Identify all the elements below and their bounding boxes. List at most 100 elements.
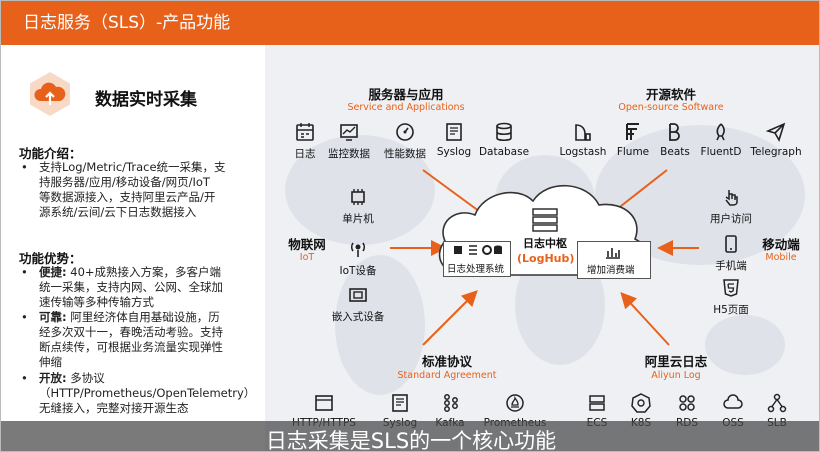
hub-subtitle: (LogHub)	[517, 252, 575, 265]
source-label: 监控数据	[328, 148, 370, 160]
source-label: 单片机	[342, 213, 374, 225]
add-consumer-box[interactable]	[577, 241, 651, 279]
intro-line: 等数据源接入，支持阿里云产品/开	[39, 190, 216, 204]
intro-line: 持服务器/应用/移动设备/网页/IoT	[39, 175, 210, 189]
source-label: IoT设备	[339, 265, 377, 277]
bullet-dot: •	[21, 310, 28, 324]
log-calendar-icon	[296, 123, 314, 141]
advantage-text: 40+成熟接入方案，多客户端	[66, 265, 222, 279]
group-subtitle-aliyun: Aliyun Log	[651, 370, 701, 381]
processing-icons	[454, 245, 502, 255]
database-icon	[496, 122, 512, 142]
source-mcu[interactable]: 单片机	[333, 187, 383, 226]
source-h5-page[interactable]: H5页面	[707, 278, 755, 317]
bar-chart-icon	[606, 248, 620, 259]
world-map-shape	[705, 315, 785, 375]
source-flume[interactable]: Flume	[613, 122, 653, 158]
source-iot-device[interactable]: IoT设备	[333, 239, 383, 278]
advantage-text: 阿里经济体自用基础设施，历	[66, 310, 220, 324]
bullet-dot: •	[21, 265, 28, 279]
logstash-icon	[575, 124, 591, 141]
source-embedded[interactable]: 嵌入式设备	[329, 285, 387, 324]
source-label: FluentD	[700, 146, 742, 158]
group-title-iot: 物联网	[288, 237, 326, 252]
source-logstash[interactable]: Logstash	[557, 122, 609, 158]
beats-icon	[669, 123, 680, 141]
advantage-line: 统一采集，支持内网、公网、全球加	[39, 280, 223, 294]
source-label: 性能数据	[384, 148, 426, 160]
kafka-icon	[444, 394, 458, 412]
source-monitoring[interactable]: 监控数据	[323, 122, 375, 161]
gauge-icon	[396, 123, 414, 141]
server-rack-icon	[532, 208, 558, 232]
source-label: 日志	[294, 148, 316, 160]
advantage-line: 便捷: 40+成熟接入方案，多客户端	[39, 265, 221, 280]
rds-cluster-icon	[679, 395, 695, 411]
advantage-line: 经多次双十一，春晚活动考验。支持	[39, 325, 223, 339]
advantage-text: 多协议	[66, 371, 105, 385]
group-subtitle-standard: Standard Agreement	[397, 370, 497, 381]
embedded-board-icon	[349, 288, 367, 302]
source-label: 用户访问	[710, 213, 752, 225]
add-consumer-label: 增加消费端	[587, 265, 635, 276]
fluentd-bird-icon	[716, 123, 725, 141]
user-click-icon	[725, 190, 738, 206]
advantage-line: 无缝接入，完整对接开源生态	[39, 401, 189, 415]
source-label: Database	[478, 146, 530, 158]
group-subtitle-iot: IoT	[299, 252, 315, 263]
group-title-aliyun: 阿里云日志	[644, 354, 708, 369]
advantage-line: 可靠: 阿里经济体自用基础设施，历	[39, 310, 220, 325]
oss-cloud-icon	[723, 394, 743, 409]
source-phone[interactable]: 手机端	[707, 234, 755, 273]
http-browser-icon	[315, 395, 333, 411]
source-user-access[interactable]: 用户访问	[701, 187, 761, 226]
source-label: 手机端	[715, 260, 747, 272]
document-icon	[446, 123, 462, 141]
source-label: Flume	[616, 146, 650, 158]
source-database[interactable]: Database	[477, 122, 531, 158]
bullet-dot: •	[21, 160, 28, 174]
advantage-key: 开放:	[39, 371, 67, 385]
feature-title: 数据实时采集	[95, 90, 197, 110]
group-title-opensource: 开源软件	[645, 87, 696, 102]
chip-icon	[351, 189, 365, 205]
source-syslog[interactable]: Syslog	[433, 122, 475, 158]
caption-bar	[1, 421, 819, 451]
source-beats[interactable]: Beats	[655, 122, 695, 158]
group-title-standard: 标准协议	[421, 354, 472, 369]
hub-title: 日志中枢	[523, 237, 567, 250]
group-title-servers: 服务器与应用	[368, 87, 444, 102]
advantage-key: 便捷:	[39, 265, 67, 279]
flume-icon	[626, 123, 639, 140]
log-processing-label: 日志处理系统	[447, 264, 505, 275]
group-subtitle-mobile: Mobile	[765, 252, 797, 263]
source-log[interactable]: 日志	[288, 122, 322, 161]
paper-plane-icon	[766, 122, 786, 142]
html5-icon	[723, 279, 739, 297]
monitor-chart-icon	[340, 124, 358, 141]
source-performance[interactable]: 性能数据	[379, 122, 431, 161]
prometheus-flame-icon	[506, 394, 524, 412]
intro-line: 源系统/云间/云下日志数据接入	[39, 205, 197, 219]
load-balancer-icon	[767, 393, 787, 413]
advantage-key: 可靠:	[39, 310, 67, 324]
source-label: H5页面	[713, 304, 749, 316]
group-subtitle-servers: Service and Applications	[347, 102, 465, 113]
world-map-shape	[335, 255, 425, 395]
source-telegraph[interactable]: Telegraph	[747, 122, 805, 158]
intro-line: 支持Log/Metric/Trace统一采集，支	[39, 160, 226, 174]
bullet-dot: •	[21, 371, 28, 385]
server-icon	[589, 395, 605, 411]
group-title-mobile: 移动端	[762, 237, 800, 252]
advantage-line: 伸缩	[39, 355, 62, 369]
intro-heading: 功能介绍：	[19, 146, 82, 161]
source-label: Logstash	[559, 146, 607, 158]
advantage-line: 开放: 多协议	[39, 371, 105, 386]
phone-icon	[725, 235, 737, 253]
document-icon	[392, 394, 408, 412]
source-fluentd[interactable]: FluentD	[697, 122, 745, 158]
advantage-line: （HTTP/Prometheus/OpenTelemetry）	[39, 386, 256, 400]
source-label: Beats	[660, 146, 690, 158]
advantage-line: 速传输等多种传输方式	[39, 295, 154, 309]
